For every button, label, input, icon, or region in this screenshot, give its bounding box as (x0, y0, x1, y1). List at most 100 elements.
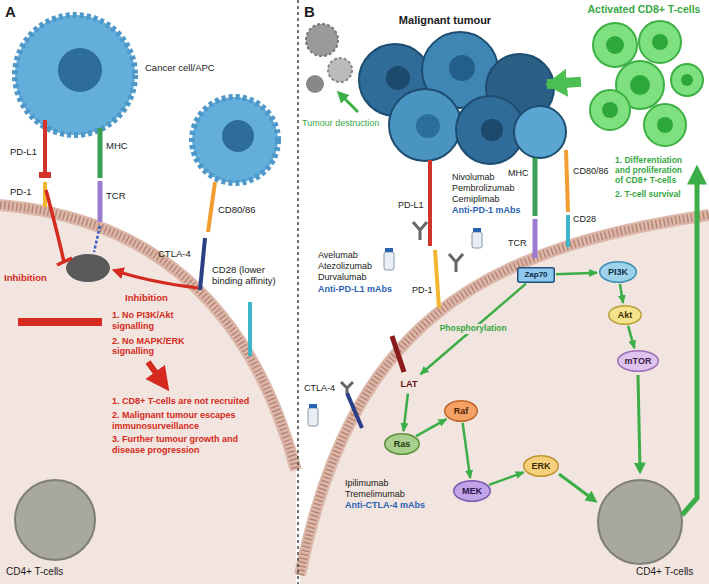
cd28-receptor (248, 302, 252, 356)
cell-nucleus (657, 117, 673, 133)
signal-arrow (628, 326, 634, 348)
drug-name: Durvalumab (318, 272, 367, 283)
signal-arrow (559, 474, 594, 500)
node-box (518, 268, 555, 283)
kinase-box: Zap70 (517, 267, 555, 283)
outcome-note: 1. CD8+ T-cells are not recruited (112, 396, 252, 407)
node-label: PI3K (608, 267, 628, 277)
cd8-cell (644, 104, 686, 146)
receptor-label: CTLA-4 (158, 248, 191, 259)
ctla-4-receptor (200, 238, 205, 290)
tcr-signal (94, 226, 100, 252)
outcome-note: 2. T-cell survival (615, 189, 691, 199)
inhibition-bar (57, 258, 72, 265)
outcome-arrow (682, 172, 697, 515)
outcome-note: 2. Malignant tumour escapes immunosurvei… (112, 410, 252, 432)
cell-label: CD4+ T-cells (636, 566, 693, 578)
signal-protein: mTOR (617, 350, 659, 372)
pd-l1-receptor (428, 160, 432, 246)
drug-name: Atezolizumab (318, 261, 372, 272)
node-ellipse (618, 351, 659, 372)
cell-nucleus (602, 102, 618, 118)
cell-label: CD4+ T-cells (6, 566, 63, 578)
cell-nucleus (630, 75, 650, 95)
signal-protein: ERK (523, 455, 559, 477)
vial-cap (473, 228, 481, 232)
consequence-arrow (148, 362, 164, 384)
cell-nucleus (606, 36, 624, 54)
inhibition-line (46, 190, 64, 262)
destruction-arrow (340, 94, 358, 112)
drug-vial (472, 232, 482, 248)
signal-arrow (556, 273, 597, 275)
dead-cell (306, 24, 338, 56)
node-label: mTOR (625, 356, 652, 366)
node-label: Raf (454, 406, 469, 416)
signal-protein: Ras (384, 433, 420, 455)
cell-nucleus (416, 114, 440, 138)
tumour-region: Malignant tumour (345, 14, 545, 170)
node-label: ERK (531, 461, 550, 471)
node-ellipse (524, 456, 559, 477)
drug-name: Tremelimumab (345, 489, 405, 500)
receptor-label: CD80/86 (218, 204, 256, 215)
membrane-texture (300, 215, 709, 575)
signal-arrow (463, 423, 471, 478)
node-label: Activated CD8+ T-cells (588, 3, 701, 15)
signal-protein: Akt (608, 305, 642, 325)
cell-group: Activated CD8+ T-cells (582, 3, 706, 151)
dead-cell (328, 58, 352, 82)
drug-class: Anti-PD-L1 mAbs (318, 284, 392, 295)
cell-membrane (300, 215, 709, 575)
cell-nucleus (681, 74, 693, 86)
signal-arrow (620, 284, 623, 303)
node-ellipse (600, 262, 637, 283)
cd8-cell (671, 64, 703, 96)
node-label: Akt (618, 310, 633, 320)
cd80-86-ligand (566, 150, 568, 212)
outcome-note: 3. Further tumour growth and disease pro… (112, 434, 252, 456)
t-cell-interior (0, 205, 296, 584)
node-label: LAT (401, 379, 418, 389)
t-cell-interior (300, 215, 709, 584)
pd-1-receptor (435, 250, 439, 308)
tumour-cell (514, 106, 566, 158)
apc-cell (192, 97, 278, 183)
panel-letter: A (5, 3, 16, 21)
effect-label: Tumour destruction (302, 118, 379, 129)
mhc-receptor (98, 128, 103, 178)
effect-label: Inhibition (125, 292, 168, 303)
node-label: Malignant tumour (399, 14, 491, 27)
node-label: Ras (394, 439, 411, 449)
node-label: Zap70 (524, 270, 547, 279)
cd80-86-ligand (208, 182, 215, 232)
drug-vial (308, 408, 318, 426)
signal-arrow (489, 472, 524, 485)
antibody (413, 222, 427, 240)
cell-nucleus (222, 120, 254, 152)
cell-nucleus (481, 119, 503, 141)
adaptor-label: LAT (398, 376, 421, 393)
signal-protein: Raf (444, 400, 478, 422)
receptor-label: CD28 (573, 214, 596, 225)
tcr-receptor (533, 219, 538, 258)
receptor-label: CTLA-4 (304, 383, 335, 394)
receptor-label: TCR (106, 190, 126, 201)
cancer-cell (15, 15, 135, 135)
drug-class: Anti-CTLA-4 mAbs (345, 500, 425, 511)
tumour-cell (389, 89, 461, 161)
receptor-label: PD-L1 (10, 146, 37, 157)
node-ellipse (445, 401, 478, 422)
vial-cap (309, 404, 317, 408)
pd-l1-receptor (43, 120, 47, 176)
nucleus (598, 480, 682, 564)
outcome-note: 1. No PI3K/Akt signalling (112, 310, 204, 332)
dead-cell (306, 75, 324, 93)
signal-arrow (638, 375, 640, 470)
signal-protein: MEK (453, 480, 491, 502)
receptor-label: PD-1 (412, 285, 433, 296)
vial-cap (385, 248, 393, 252)
edge-label: Phosphorylation (438, 324, 509, 334)
drug-name: Pembrolizumab (452, 183, 515, 194)
